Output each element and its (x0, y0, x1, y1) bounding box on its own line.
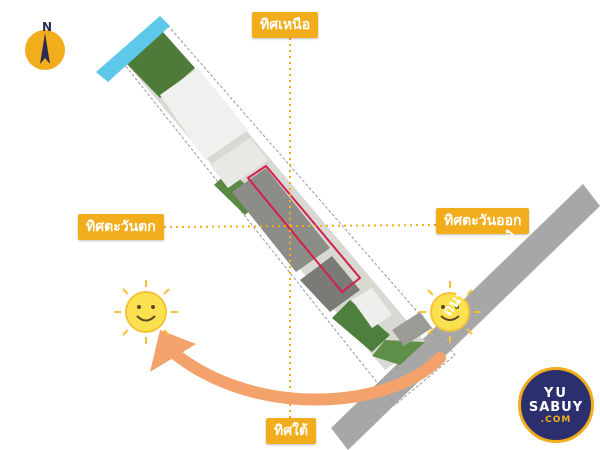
yusabuy-logo: YU SABUY .COM (518, 367, 594, 443)
south-label: ทิศใต้ (266, 418, 317, 444)
cardinal-guides (163, 38, 437, 420)
site-plan (125, 32, 432, 370)
site-boundary (116, 19, 456, 406)
sun-east-icon (419, 281, 481, 343)
logo-line-2: SABUY (528, 400, 584, 415)
north-arrow-icon (25, 30, 65, 70)
logo-line-3: .COM (540, 415, 572, 425)
logo-line-1: YU (544, 386, 568, 401)
sun-west-icon (114, 280, 178, 344)
sun-path-arrow (150, 330, 446, 406)
east-label: ทิศตะวันออก (436, 208, 530, 234)
compass-north-letter: N (41, 20, 53, 34)
west-label: ทิศตะวันตก (78, 214, 164, 240)
highlighted-building (246, 164, 362, 294)
north-label: ทิศเหนือ (252, 12, 319, 38)
water-strip (96, 16, 170, 82)
